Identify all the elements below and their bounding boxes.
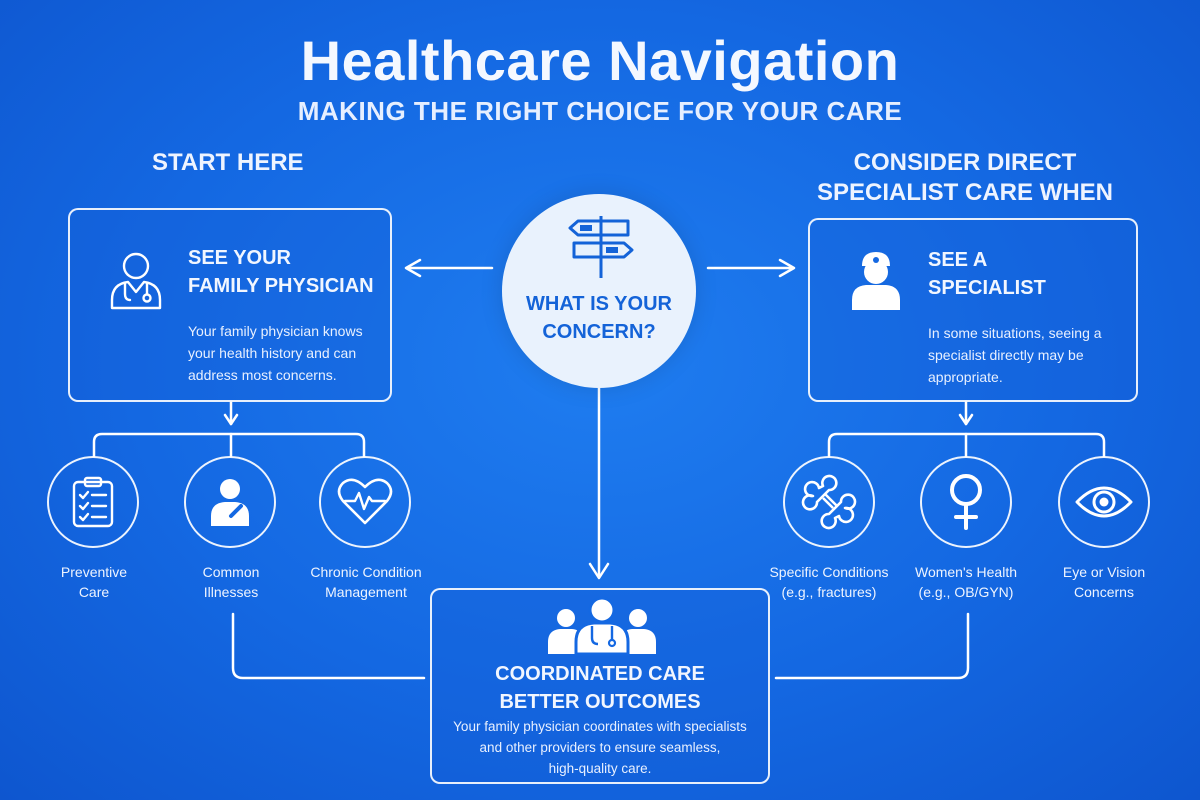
coordinated-text-line3: high-quality care.: [548, 761, 652, 776]
hub-label: WHAT IS YOUR CONCERN?: [502, 290, 696, 346]
category-label-line1: Women's Health: [914, 564, 1017, 580]
eye-icon: [1058, 456, 1150, 548]
specialist-title-line1: SEE A: [928, 249, 988, 271]
clipboard-checklist-icon: [47, 456, 139, 548]
care-team-icon: [544, 596, 660, 661]
heart-pulse-icon: [319, 456, 411, 548]
right-heading-line1: CONSIDER DIRECT: [853, 149, 1077, 176]
family-physician-box: SEE YOUR FAMILY PHYSICIAN Your family ph…: [68, 208, 392, 402]
category-preventive-care: Preventive Care: [24, 562, 164, 602]
doctor-icon: [106, 250, 166, 317]
coordinated-care-box: COORDINATED CARE BETTER OUTCOMES Your fa…: [430, 588, 770, 784]
category-label-line2: (e.g., fractures): [781, 584, 877, 600]
category-eye-vision: Eye or Vision Concerns: [1034, 562, 1174, 602]
right-heading-line2: SPECIALIST CARE WHEN: [816, 179, 1113, 206]
category-label-line2: Care: [78, 584, 110, 600]
category-label-line1: Preventive: [60, 564, 128, 580]
specialist-text-line2: specialist directly may be: [928, 347, 1084, 363]
coordinated-title-line1: COORDINATED CARE: [495, 663, 705, 685]
category-label-line1: Common: [202, 564, 260, 580]
specialist-box: SEE A SPECIALIST In some situations, see…: [808, 218, 1138, 402]
category-label-line1: Specific Conditions: [769, 564, 889, 580]
family-physician-text-line2: your health history and can: [188, 345, 357, 361]
hub-label-line1: WHAT IS YOUR: [526, 293, 672, 315]
coordinated-text-line1: Your family physician coordinates with s…: [453, 719, 747, 734]
specialist-text-line1: In some situations, seeing a: [928, 325, 1102, 341]
left-section-heading: START HERE: [152, 149, 304, 176]
specialist-doctor-icon: [846, 250, 906, 317]
patient-icon: [184, 456, 276, 548]
category-label-line2: Illnesses: [203, 584, 259, 600]
category-womens-health: Women's Health (e.g., OB/GYN): [896, 562, 1036, 602]
category-label-line2: (e.g., OB/GYN): [918, 584, 1014, 600]
family-physician-text-line3: address most concerns.: [188, 367, 337, 383]
category-label-line2: Management: [325, 584, 407, 600]
family-physician-title-line2: FAMILY PHYSICIAN: [188, 275, 374, 297]
concern-hub-circle: [502, 194, 696, 388]
right-section-heading: CONSIDER DIRECT SPECIALIST CARE WHEN: [800, 148, 1130, 208]
page-subtitle: MAKING THE RIGHT CHOICE FOR YOUR CARE: [297, 96, 903, 126]
specialist-text-line3: appropriate.: [928, 369, 1003, 385]
page-title: Healthcare Navigation: [300, 29, 900, 92]
coordinated-title-line2: BETTER OUTCOMES: [499, 691, 701, 713]
female-symbol-icon: [920, 456, 1012, 548]
category-label-line1: Eye or Vision: [1062, 564, 1146, 580]
family-physician-title-line1: SEE YOUR: [188, 247, 291, 269]
category-chronic-condition: Chronic Condition Management: [296, 562, 436, 602]
category-label-line2: Concerns: [1074, 584, 1134, 600]
hub-label-line2: CONCERN?: [542, 321, 656, 343]
bone-icon: [783, 456, 875, 548]
coordinated-text-line2: and other providers to ensure seamless,: [479, 740, 721, 755]
specialist-title-line2: SPECIALIST: [928, 277, 1046, 299]
family-physician-text-line1: Your family physician knows: [188, 323, 363, 339]
category-label-line1: Chronic Condition: [310, 564, 422, 580]
signpost-icon: [566, 212, 636, 287]
category-common-illnesses: Common Illnesses: [161, 562, 301, 602]
category-specific-conditions: Specific Conditions (e.g., fractures): [759, 562, 899, 602]
